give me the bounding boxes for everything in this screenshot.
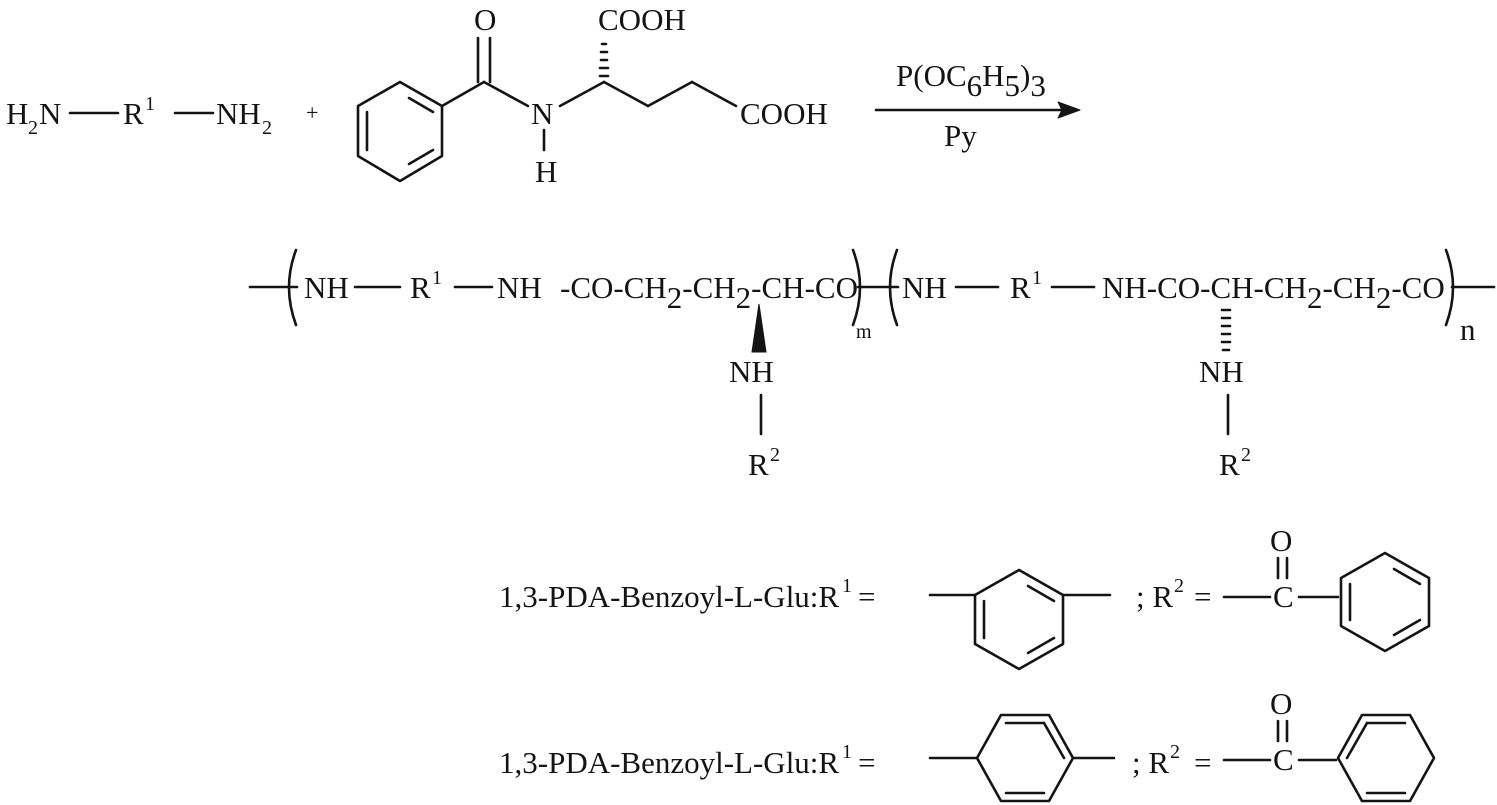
m-side-r2-sup: 2 <box>770 444 780 466</box>
copolymer-structure: NH R 1 NH -CO-CH2-CH2-CH-CO NH R 2 m NH … <box>248 248 1496 482</box>
m-subscript: m <box>856 321 872 343</box>
solvent-label: Py <box>944 118 977 153</box>
diamine-nh-label: NH <box>216 96 261 131</box>
def1-sep: ; R <box>1136 579 1173 614</box>
n-backbone: NH-CO-CH-CH2-CH2-CO <box>1102 270 1445 315</box>
n-r1-sup: 1 <box>1032 267 1042 289</box>
arrow-head <box>1057 101 1081 119</box>
n-subscript: n <box>1460 312 1476 347</box>
plus-sign: + <box>306 100 318 125</box>
m-nh-2: NH <box>497 270 542 305</box>
diamine-h-subscript: 2 <box>28 117 38 139</box>
def1-meta-phenylene-ring <box>973 568 1065 671</box>
amide-h-label: H <box>535 154 557 189</box>
n-nh-1: NH <box>902 270 947 305</box>
hashed-stereo-bond <box>598 42 610 78</box>
reaction-arrow: P(OC6H5)3 Py <box>874 58 1081 153</box>
def2-sep: ; R <box>1132 745 1169 780</box>
diamine-r-superscript: 1 <box>145 93 155 115</box>
cooh-right: COOH <box>740 96 828 131</box>
m-r1: R <box>410 270 431 305</box>
def2-carbonyl-c: C <box>1273 742 1294 777</box>
def1-equals2: = <box>1194 579 1211 614</box>
diamine-reactant: H 2 N R 1 NH 2 <box>6 93 272 139</box>
definition-row-1: 1,3-PDA-Benzoyl-L-Glu:R 1 = ; R 2 = O C <box>499 523 1431 671</box>
reagent-label: P(OC6H5)3 <box>896 58 1046 103</box>
def1-r2-sup: 2 <box>1174 575 1184 597</box>
def2-name: 1,3-PDA-Benzoyl-L-Glu:R <box>499 745 839 780</box>
n-side-r2-sup: 2 <box>1241 444 1251 466</box>
def1-equals1: = <box>858 579 875 614</box>
def1-carbonyl-c: C <box>1273 579 1294 614</box>
carbonyl-oxygen: O <box>474 2 496 37</box>
def2-equals1: = <box>858 745 875 780</box>
diamine-n-label: N <box>39 96 61 131</box>
def2-phenyl-ring <box>1336 713 1436 803</box>
n-side-nh: NH <box>1199 354 1244 389</box>
def2-r2-sup: 2 <box>1170 741 1180 763</box>
bracket-m-open <box>287 248 298 327</box>
def2-r1-sup: 1 <box>842 741 852 763</box>
benzoyl-glutamic-acid: O N H COOH COOH <box>356 2 828 189</box>
m-nh-1: NH <box>304 270 349 305</box>
diamine-h-label: H <box>6 96 28 131</box>
def2-para-phenylene-ring <box>975 713 1075 803</box>
n-r1: R <box>1010 270 1031 305</box>
amide-n-label: N <box>531 96 553 131</box>
m-r1-sup: 1 <box>432 267 442 289</box>
def2-equals2: = <box>1194 745 1211 780</box>
def1-carbonyl-o: O <box>1270 523 1292 558</box>
def2-carbonyl-o: O <box>1270 686 1292 721</box>
benzene-ring <box>356 80 444 183</box>
m-side-nh: NH <box>729 354 774 389</box>
cooh-top: COOH <box>598 2 686 37</box>
def1-name: 1,3-PDA-Benzoyl-L-Glu:R <box>499 579 839 614</box>
def1-r1-sup: 1 <box>842 575 852 597</box>
def1-phenyl-ring <box>1339 551 1431 653</box>
diamine-r-label: R <box>123 96 144 131</box>
diamine-nh-subscript: 2 <box>262 117 272 139</box>
bracket-n-open <box>888 248 899 327</box>
m-wedge-stereo-bond <box>751 303 767 353</box>
n-side-r2: R <box>1219 447 1240 482</box>
m-side-r2: R <box>748 447 769 482</box>
n-hashed-stereo-bond <box>1220 308 1232 352</box>
m-backbone: -CO-CH2-CH2-CH-CO <box>560 270 858 315</box>
definition-row-2: 1,3-PDA-Benzoyl-L-Glu:R 1 = ; R 2 = O C <box>499 686 1436 803</box>
